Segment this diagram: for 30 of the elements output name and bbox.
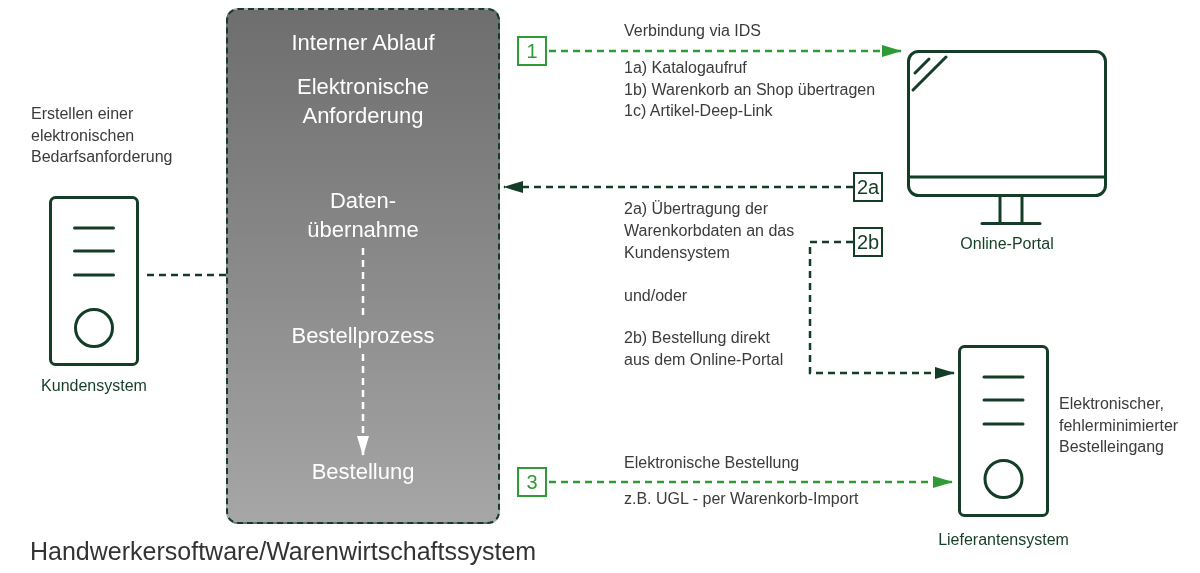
dashed-connector-line xyxy=(147,273,226,277)
dashed-arrow xyxy=(503,181,853,193)
annotation-text: 1a) Katalogaufruf xyxy=(624,58,747,78)
step-number: 2a xyxy=(853,172,883,202)
description-text: Elektronischer, fehlerminimierter Bestelleingang xyxy=(1059,394,1180,457)
dashed-arrow xyxy=(357,354,369,456)
process-container xyxy=(226,8,500,524)
dashed-arrow xyxy=(808,240,955,379)
step-number: 1 xyxy=(517,36,547,66)
annotation-text: 1c) Artikel-Deep-Link xyxy=(624,101,773,121)
annotation-text: 2b) Bestellung direkt aus dem Online-Portal xyxy=(624,328,785,370)
annotation-text: 1b) Warenkorb an Shop übertragen xyxy=(624,80,876,100)
container-heading: Interner Ablauf xyxy=(290,29,436,57)
dashed-connector-line xyxy=(361,248,365,317)
annotation-text: und/oder xyxy=(624,286,688,306)
process-step: Elektronische Anforderung xyxy=(288,72,438,130)
node-label: Handwerkersoftware/Warenwirtschaftssystem xyxy=(30,536,537,566)
annotation-text: z.B. UGL - per Warenkorb-Import xyxy=(624,489,859,509)
step-number: 2b xyxy=(853,227,883,257)
node-label: Online-Portal xyxy=(960,234,1054,254)
node-label: Kundensystem xyxy=(41,376,147,396)
process-step: Bestellung xyxy=(273,457,453,486)
node-label: Lieferantensystem xyxy=(938,530,1069,550)
annotation-text: 2a) Übertragung der Warenkorbdaten an das Kundensystem xyxy=(624,199,796,263)
step-number: 3 xyxy=(517,467,547,497)
process-step: Bestellprozess xyxy=(273,321,453,350)
dashed-arrow xyxy=(549,476,953,488)
process-step: Daten- übernahme xyxy=(288,186,438,244)
description-text: Erstellen einer elektronischen Bedarfsanforderung xyxy=(31,104,174,167)
dashed-arrow xyxy=(549,45,902,57)
